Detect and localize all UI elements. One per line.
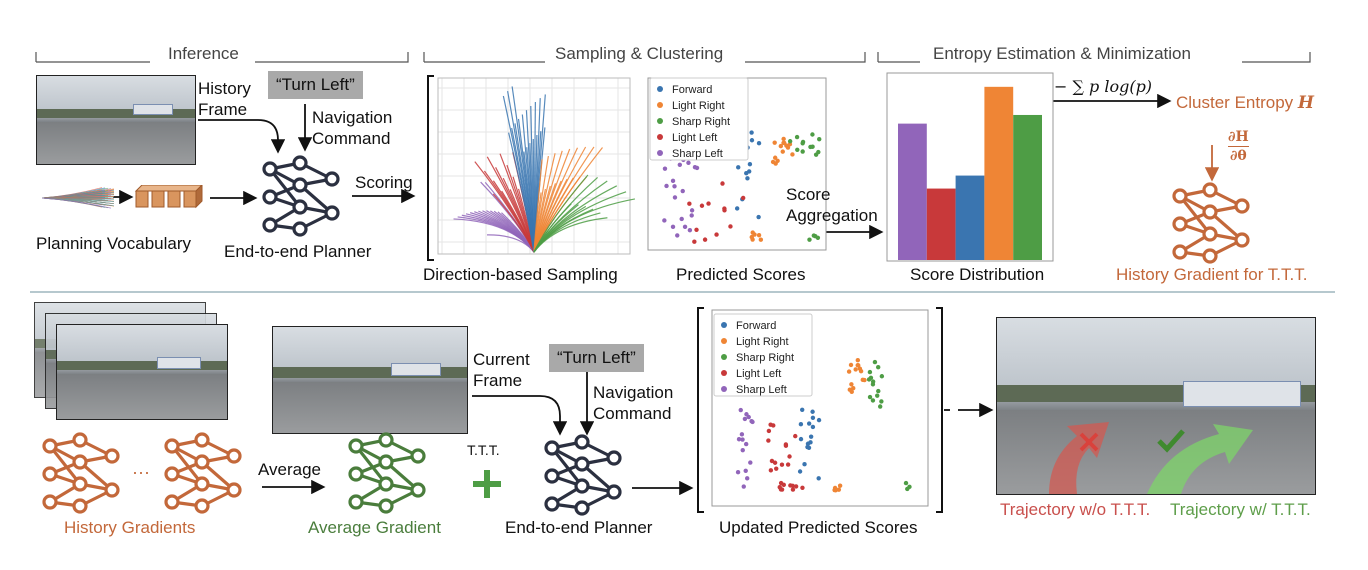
section-title-inference: Inference xyxy=(168,44,239,63)
gradient-fraction: ∂H ∂θ xyxy=(1228,129,1249,164)
svg-text:Forward: Forward xyxy=(736,320,776,332)
current-frame-image xyxy=(272,326,468,434)
svg-text:Light Left: Light Left xyxy=(672,132,717,144)
arrow-current-frame xyxy=(472,395,568,436)
trajectory-with-label: Trajectory w/ T.T.T. xyxy=(1170,500,1311,519)
bar-sharp-right xyxy=(1013,114,1042,260)
history-gradients-label: History Gradients xyxy=(64,518,196,537)
svg-text:Light Left: Light Left xyxy=(736,368,781,380)
updated-scores-label: Updated Predicted Scores xyxy=(719,518,918,537)
trajectory-without-label: Trajectory w/o T.T.T. xyxy=(1000,500,1151,519)
svg-text:Sharp Right: Sharp Right xyxy=(736,352,794,364)
trajectory-image xyxy=(996,317,1316,495)
history-gradient-network-icon xyxy=(1172,182,1250,264)
end-to-end-planner-label: End-to-end Planner xyxy=(224,242,372,261)
svg-text:Sharp Left: Sharp Left xyxy=(736,384,787,396)
direction-sampling-plot xyxy=(427,75,636,261)
turn-left-command-bottom: “Turn Left” xyxy=(549,344,644,372)
average-gradient-label: Average Gradient xyxy=(308,518,441,537)
section-title-entropy: Entropy Estimation & Minimization xyxy=(933,44,1191,63)
end-to-end-planner-label-bottom: End-to-end Planner xyxy=(505,518,653,537)
trajectory-without-arrow xyxy=(1049,422,1109,494)
bar-sharp-left xyxy=(898,123,927,260)
svg-text:Sharp Right: Sharp Right xyxy=(672,116,730,128)
predicted-scores-label: Predicted Scores xyxy=(676,265,806,284)
svg-text:Light Right: Light Right xyxy=(736,336,789,348)
section-brackets xyxy=(35,52,1311,63)
history-frame-image xyxy=(36,75,196,165)
cluster-entropy-label: Cluster Entropy H xyxy=(1176,93,1314,113)
trajectory-with-arrow xyxy=(1147,424,1253,494)
check-icon xyxy=(1157,429,1185,453)
score-distribution-label: Score Distribution xyxy=(910,265,1045,284)
turn-left-command: “Turn Left” xyxy=(268,71,363,99)
entropy-formula: − ∑ p log(p) xyxy=(1054,77,1153,96)
direction-sampling-label: Direction-based Sampling xyxy=(423,265,618,284)
history-gradient-network-icon-1 xyxy=(42,432,120,514)
scoring-label: Scoring xyxy=(355,173,413,192)
ellipsis: ··· xyxy=(132,462,150,482)
neural-network-icon xyxy=(262,155,340,237)
history-gradient-label: History Gradient for T.T.T. xyxy=(1116,265,1308,284)
average-gradient-network-icon xyxy=(348,432,426,514)
vocabulary-embedding-icon xyxy=(134,185,203,209)
ttt-label: T.T.T. xyxy=(467,442,500,458)
average-label: Average xyxy=(258,460,322,479)
planning-vocabulary-label: Planning Vocabulary xyxy=(36,234,192,253)
section-title-sampling: Sampling & Clustering xyxy=(555,44,724,63)
bar-forward xyxy=(955,175,985,260)
history-frame-stack-1 xyxy=(56,324,228,420)
arrow-history-frame xyxy=(198,119,286,154)
bar-light-left xyxy=(926,188,956,260)
svg-text:Light Right: Light Right xyxy=(672,100,725,112)
svg-text:Sharp Left: Sharp Left xyxy=(672,148,723,160)
score-distribution-chart xyxy=(886,72,1054,262)
bar-light-right xyxy=(984,86,1014,260)
plus-icon xyxy=(473,470,501,498)
cross-icon xyxy=(1079,432,1099,452)
planner-network-icon-bottom xyxy=(544,434,622,516)
svg-text:Forward: Forward xyxy=(672,84,712,96)
planning-vocabulary-graphic xyxy=(41,187,114,209)
history-gradient-network-icon-2 xyxy=(164,432,242,514)
